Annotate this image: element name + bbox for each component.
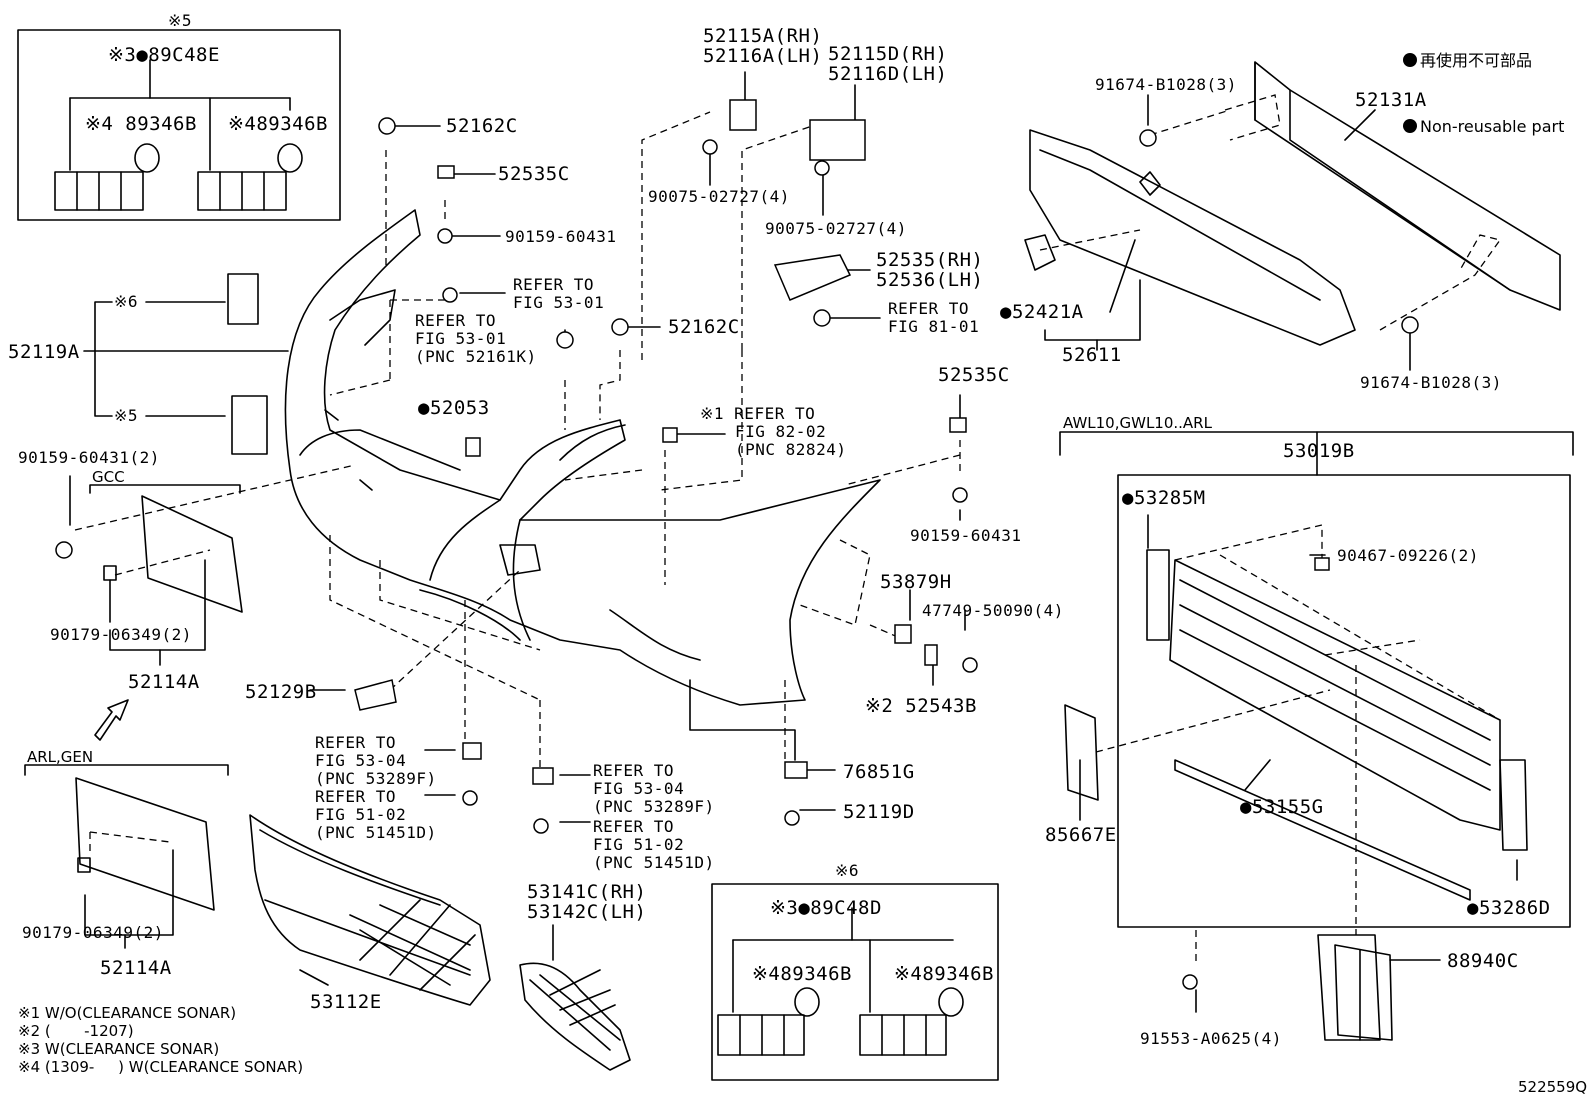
label-52116D: 52116D(LH) — [828, 63, 948, 85]
footnote-1: ※1 W/O(CLEARANCE SONAR) — [18, 1004, 237, 1022]
label-52053: ●52053 — [418, 397, 490, 419]
box6-title: ※6 — [835, 861, 860, 880]
label-52129B: 52129B — [245, 681, 317, 703]
refer-53-01a-line2: FIG 53-01 — [513, 293, 605, 312]
refer-81-01-line2: FIG 81-01 — [888, 317, 980, 336]
box5-title: ※5 — [168, 11, 193, 30]
box6-right-label: ※489346B — [894, 963, 994, 985]
footnote-4: ※4 (1309- ) W(CLEARANCE SONAR) — [18, 1058, 304, 1076]
non-reusable-dot-icon — [1403, 53, 1417, 67]
label-90159-60431-2: 90159-60431(2) — [18, 448, 160, 467]
label-52535: 52535(RH) — [876, 249, 984, 271]
refer-53-04a-line3: (PNC 53289F) — [315, 769, 437, 788]
refer-82-02-line2: FIG 82-02 — [735, 422, 827, 441]
label-90179-a: 90179-06349(2) — [50, 625, 192, 644]
label-53285M: ●53285M — [1122, 487, 1206, 509]
label-91674-bottom: 91674-B1028(3) — [1360, 373, 1502, 392]
legend-item-en: Non-reusable part — [1403, 116, 1564, 138]
label-52116A: 52116A(LH) — [703, 45, 823, 67]
label-52119A: 52119A — [8, 341, 80, 363]
label-91553: 91553-A0625(4) — [1140, 1029, 1282, 1048]
label-91674-top: 91674-B1028(3) — [1095, 75, 1237, 94]
label-52535C-right: 52535C — [938, 364, 1010, 386]
label-53019B: 53019B — [1283, 440, 1355, 462]
label-53155G: ●53155G — [1240, 796, 1324, 818]
refer-53-01b-line2: FIG 53-01 — [415, 329, 507, 348]
refer-51-02a-line1: REFER TO — [315, 787, 397, 806]
label-53142C: 53142C(LH) — [527, 901, 647, 923]
x6-group-label: ※6 — [114, 292, 139, 311]
label-90075-b: 90075-02727(4) — [765, 219, 907, 238]
legend: 再使用不可部品 Non-reusable part — [1403, 6, 1564, 160]
refer-53-01a-line1: REFER TO — [513, 275, 595, 294]
label-88940C: 88940C — [1447, 950, 1519, 972]
label-52114A-b: 52114A — [100, 957, 172, 979]
gcc-label: GCC — [92, 468, 125, 486]
refer-82-02-line1: ※1 REFER TO — [700, 404, 816, 423]
label-76851G: 76851G — [843, 761, 915, 783]
legend-jp-text: 再使用不可部品 — [1420, 51, 1533, 70]
box5-top-label: ※3●89C48E — [108, 44, 220, 66]
footnote-3: ※3 W(CLEARANCE SONAR) — [18, 1040, 220, 1058]
label-53141C: 53141C(RH) — [527, 881, 647, 903]
label-90075-a: 90075-02727(4) — [648, 187, 790, 206]
label-52611: 52611 — [1062, 344, 1122, 366]
refer-53-04b-line3: (PNC 53289F) — [593, 797, 715, 816]
box6-top-label: ※3●89C48D — [770, 897, 882, 919]
legend-en-text: Non-reusable part — [1420, 117, 1565, 136]
label-47749: 47749-50090(4) — [922, 601, 1064, 620]
legend-item-jp: 再使用不可部品 — [1403, 50, 1564, 72]
refer-51-02a-line3: (PNC 51451D) — [315, 823, 437, 842]
refer-53-04a-line1: REFER TO — [315, 733, 397, 752]
refer-51-02b-line3: (PNC 51451D) — [593, 853, 715, 872]
label-90467: 90467-09226(2) — [1337, 546, 1479, 565]
refer-53-04b-line1: REFER TO — [593, 761, 675, 780]
label-52162C-mid: 52162C — [668, 316, 740, 338]
label-53112E: 53112E — [310, 991, 382, 1013]
label-53286D: ●53286D — [1467, 897, 1551, 919]
box6-left-label: ※489346B — [752, 963, 852, 985]
label-90179-b: 90179-06349(2) — [22, 923, 164, 942]
label-52131A: 52131A — [1355, 89, 1427, 111]
arl-gen-label: ARL,GEN — [27, 748, 94, 766]
label-53879H: 53879H — [880, 571, 952, 593]
refer-53-04b-line2: FIG 53-04 — [593, 779, 685, 798]
label-52115A: 52115A(RH) — [703, 25, 823, 47]
non-reusable-dot-icon — [1403, 119, 1417, 133]
x5-group-label: ※5 — [114, 406, 139, 425]
refer-53-01b-line3: (PNC 52161K) — [415, 347, 537, 366]
refer-82-02-line3: (PNC 82824) — [735, 440, 847, 459]
refer-81-01-line1: REFER TO — [888, 299, 970, 318]
box5-left-label: ※4 89346B — [85, 113, 197, 135]
label-52536: 52536(LH) — [876, 269, 984, 291]
label-90159-60431-right: 90159-60431 — [910, 526, 1022, 545]
label-52119D: 52119D — [843, 801, 915, 823]
label-52162C-top: 52162C — [446, 115, 518, 137]
refer-51-02a-line2: FIG 51-02 — [315, 805, 407, 824]
box5-right-label: ※489346B — [228, 113, 328, 135]
refer-51-02b-line2: FIG 51-02 — [593, 835, 685, 854]
refer-51-02b-line1: REFER TO — [593, 817, 675, 836]
label-52115D: 52115D(RH) — [828, 43, 948, 65]
label-90159-60431-top: 90159-60431 — [505, 227, 617, 246]
label-52421A: ●52421A — [1000, 301, 1084, 323]
diagram-code: 522559Q — [1518, 1078, 1588, 1096]
label-52543B: ※2 52543B — [865, 695, 977, 717]
label-52535C-top: 52535C — [498, 163, 570, 185]
refer-53-04a-line2: FIG 53-04 — [315, 751, 407, 770]
awl-label: AWL10,GWL10..ARL — [1063, 414, 1212, 432]
label-52114A-a: 52114A — [128, 671, 200, 693]
refer-53-01b-line1: REFER TO — [415, 311, 497, 330]
label-85667E: 85667E — [1045, 824, 1117, 846]
footnote-2: ※2 ( -1207) — [18, 1022, 134, 1040]
footnotes: ※1 W/O(CLEARANCE SONAR) ※2 ( -1207) ※3 W… — [18, 1004, 303, 1076]
